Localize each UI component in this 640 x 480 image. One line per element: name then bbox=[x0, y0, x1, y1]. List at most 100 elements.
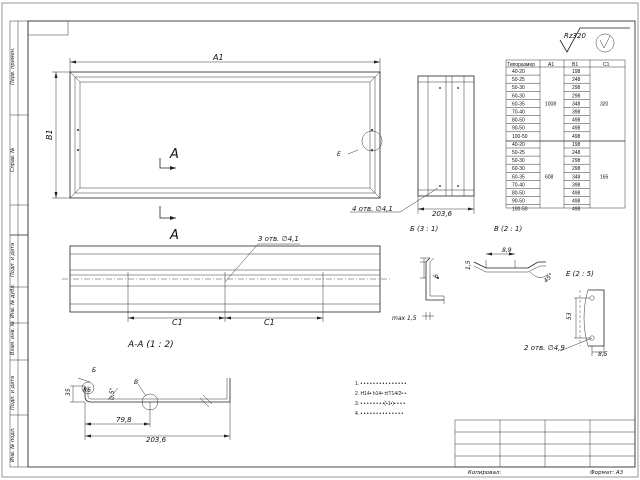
table-cell-size: 50-30 bbox=[512, 158, 525, 164]
table-cell-size: 50-25 bbox=[512, 150, 525, 156]
table-cell-size: 40-20 bbox=[512, 69, 525, 75]
dim-05: 0,5° bbox=[109, 387, 116, 400]
view-v-title: В (2 : 1) bbox=[494, 225, 522, 233]
tech-note-3: 3. • • • • • • • •(•1•)• • • • bbox=[355, 401, 405, 407]
dim-r6: R6 bbox=[83, 387, 91, 394]
section-mark-a-top: A bbox=[169, 147, 179, 162]
tech-note-2: 2. Н14• h14• ±IT14/2• • bbox=[355, 391, 406, 397]
view-b-detail bbox=[420, 257, 445, 320]
table-cell-b1: 248 bbox=[572, 150, 581, 156]
table-cell-b1: 298 bbox=[572, 158, 581, 164]
dim-798: 79,8 bbox=[116, 416, 132, 424]
title-block bbox=[454, 419, 636, 468]
table-cell-b1: 498 bbox=[572, 191, 581, 197]
roughness-symbol: Rz320 bbox=[559, 27, 630, 53]
note-holes4: 4 отв. ∅4,1 bbox=[352, 205, 393, 213]
table-cell-size: 40-20 bbox=[512, 142, 525, 148]
table-cell-size: 90-50 bbox=[512, 126, 525, 132]
table-cell-size: 60-30 bbox=[512, 93, 525, 99]
section-mark-a-bottom: A bbox=[169, 228, 179, 243]
tech-notes: 1. • • • • • • • • • • • • • • • 2. Н14•… bbox=[355, 381, 407, 417]
dim-6: 6 bbox=[433, 274, 440, 278]
mark-v: В bbox=[134, 379, 138, 386]
tech-note-1: 1. • • • • • • • • • • • • • • • bbox=[355, 381, 407, 387]
side-label-3: Инв. № дубл. bbox=[10, 284, 16, 318]
table-cell-b1: 348 bbox=[572, 101, 581, 107]
th-b1: B1 bbox=[572, 62, 578, 68]
th-c1: C1 bbox=[603, 62, 610, 68]
dim-a1: A1 bbox=[212, 53, 224, 62]
table-cell-c1: 320 bbox=[600, 101, 609, 107]
table-cell-b1: 248 bbox=[572, 77, 581, 83]
table-cell-b1: 198 bbox=[572, 142, 581, 148]
table-cell-b1: 398 bbox=[572, 110, 581, 116]
dim-85: 8,5 bbox=[598, 351, 608, 358]
side-label-1: Справ. № bbox=[10, 148, 16, 172]
side-label-4: Взам. инв. № bbox=[10, 321, 16, 355]
table-cell-b1: 398 bbox=[572, 182, 581, 188]
table-cell-b1: 498 bbox=[572, 126, 581, 132]
table-cell-b1: 348 bbox=[572, 174, 581, 180]
dim-c1-right: C1 bbox=[264, 318, 275, 327]
front-view bbox=[62, 243, 390, 322]
dim-max15: max 1,5 bbox=[392, 315, 417, 322]
table-cell-b1: 498 bbox=[572, 199, 581, 205]
table-cell-b1: 498 bbox=[572, 207, 581, 213]
mark-e: E bbox=[337, 151, 341, 158]
note-holes2: 2 отв. ∅4,9 bbox=[524, 344, 565, 352]
table-cell-size: 60-35 bbox=[512, 174, 525, 180]
note-holes3: 3 отв. ∅4,1 bbox=[258, 235, 299, 243]
th-a1: A1 bbox=[548, 62, 554, 68]
corner-box bbox=[27, 20, 69, 36]
dim-89: 8,9 bbox=[502, 247, 512, 254]
table-cell-b1: 298 bbox=[572, 93, 581, 99]
table-cell-b1: 498 bbox=[572, 134, 581, 140]
table-cell-size: 80-50 bbox=[512, 118, 525, 124]
side-view bbox=[350, 75, 475, 214]
table-cell-size: 60-35 bbox=[512, 101, 525, 107]
table-cell-a1: 1008 bbox=[545, 101, 556, 107]
table-cell-size: 50-30 bbox=[512, 85, 525, 91]
table-cell-b1: 298 bbox=[572, 166, 581, 172]
footer-copied: Копировал: bbox=[468, 470, 501, 476]
dim-45: 45° bbox=[542, 272, 554, 284]
view-e-title: E (2 : 5) bbox=[566, 270, 594, 278]
tech-note-4: 4. • • • • • • • • • • • • • • bbox=[355, 411, 403, 417]
section-aa bbox=[70, 377, 231, 440]
dim-203-top: 203,6 bbox=[432, 210, 453, 218]
view-aa-title: A-A (1 : 2) bbox=[127, 340, 174, 350]
table-cell-b1: 298 bbox=[572, 85, 581, 91]
table-cell-b1: 198 bbox=[572, 69, 581, 75]
table-cell-c1: 165 bbox=[600, 174, 609, 180]
side-label-5: Подп. и дата bbox=[10, 376, 16, 410]
view-v-detail bbox=[473, 252, 549, 278]
roughness-value: Rz320 bbox=[564, 32, 586, 40]
table-cell-size: 70-40 bbox=[512, 182, 525, 188]
table-cell-size: 80-50 bbox=[512, 191, 525, 197]
dim-15a: 1,5 bbox=[465, 260, 472, 270]
footer-format: Формат: А3 bbox=[590, 470, 624, 476]
view-e-detail bbox=[559, 289, 605, 356]
mark-b: Б bbox=[92, 367, 96, 374]
side-label-6: Инв. № подл. bbox=[10, 428, 16, 463]
side-label-0: Перв. примен. bbox=[10, 47, 16, 85]
table-cell-b1: 498 bbox=[572, 118, 581, 124]
side-strip: Перв. примен. Справ. № Подп. и дата Инв.… bbox=[9, 20, 29, 468]
dim-35: 35 bbox=[65, 388, 72, 396]
top-view bbox=[52, 58, 383, 220]
table-cell-size: 90-50 bbox=[512, 199, 525, 205]
table-cell-size: 60-30 bbox=[512, 166, 525, 172]
table-cell-size: 70-40 bbox=[512, 110, 525, 116]
table-cell-size: 100-50 bbox=[512, 134, 528, 140]
dim-c1-left: C1 bbox=[172, 318, 183, 327]
dim-b1: B1 bbox=[45, 129, 54, 140]
size-table: Типоразмер A1 B1 C1 40-20 198 50-25 248 50-3… bbox=[505, 59, 626, 213]
view-b-title: Б (3 : 1) bbox=[410, 225, 438, 233]
inner-frame bbox=[27, 20, 636, 468]
dim-203-sec: 203,6 bbox=[146, 436, 167, 444]
th-size: Типоразмер bbox=[507, 62, 535, 68]
dim-53: 53 bbox=[566, 312, 573, 320]
side-label-2: Подп. и дата bbox=[10, 243, 16, 277]
